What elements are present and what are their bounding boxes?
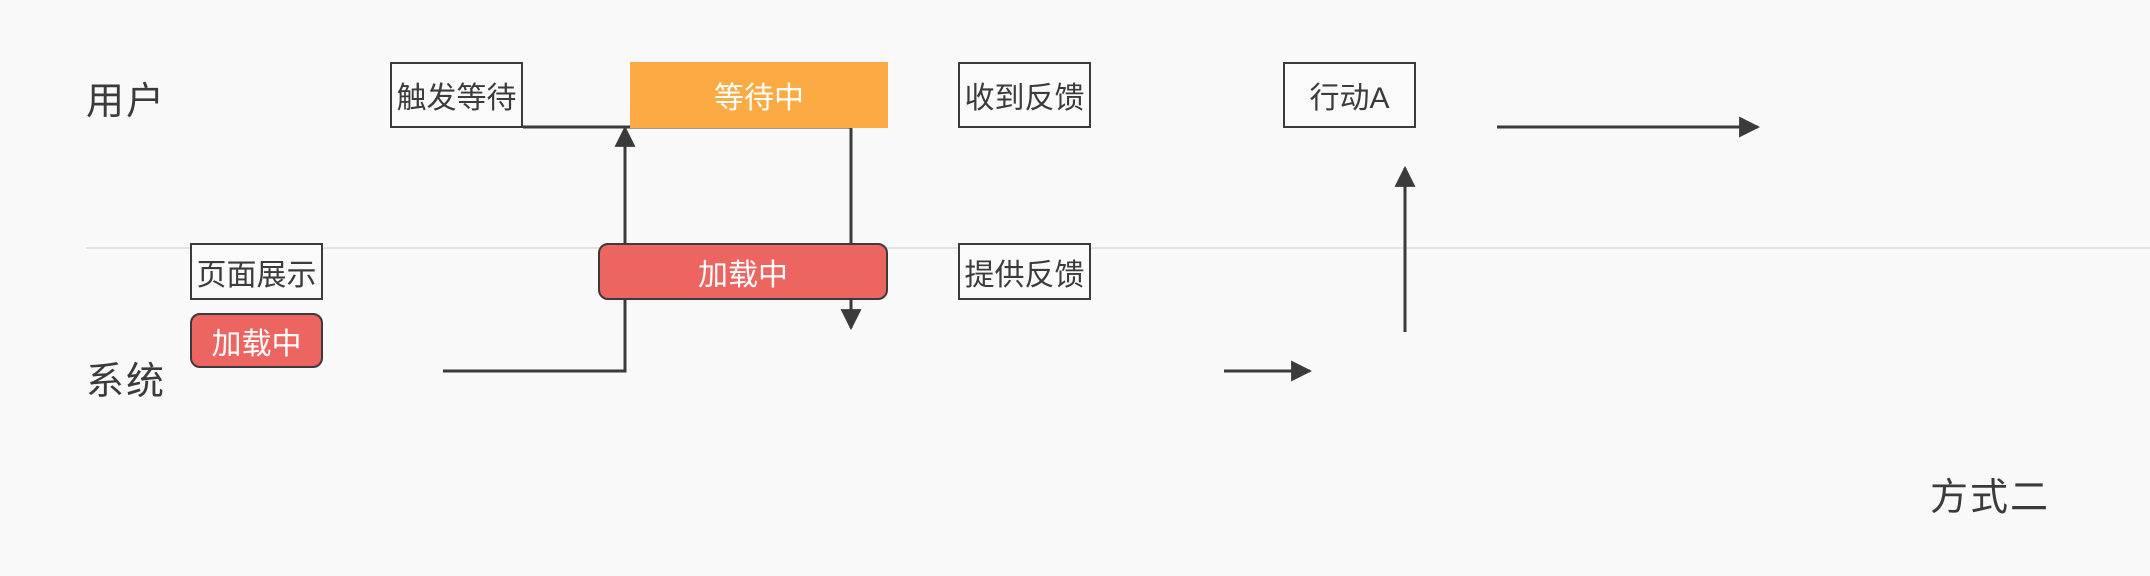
node-waiting[interactable]: 等待中 — [630, 62, 888, 128]
node-give-feedback-label: 提供反馈 — [964, 258, 1085, 292]
node-got-feedback[interactable]: 收到反馈 — [958, 62, 1091, 128]
node-action-a-label: 行动A — [1309, 82, 1390, 115]
lane-divider — [86, 247, 2150, 249]
lane-label-system: 系统 — [86, 361, 167, 403]
node-waiting-label: 等待中 — [714, 82, 804, 115]
node-loading-big[interactable]: 加载中 — [598, 243, 888, 300]
node-give-feedback[interactable]: 提供反馈 — [958, 243, 1091, 300]
lane-label-user: 用户 — [86, 81, 167, 123]
diagram-variant-note: 方式二 — [1930, 477, 2051, 519]
node-got-feedback-label: 收到反馈 — [964, 82, 1085, 115]
node-trigger-wait-label: 触发等待 — [396, 82, 517, 115]
node-loading-big-label: 加载中 — [698, 258, 788, 292]
node-loading-small[interactable]: 加载中 — [190, 313, 323, 368]
node-trigger-wait[interactable]: 触发等待 — [390, 62, 523, 128]
node-page-display-label: 页面展示 — [196, 258, 317, 292]
node-loading-small-label: 加载中 — [211, 327, 302, 361]
node-action-a[interactable]: 行动A — [1283, 62, 1416, 128]
node-page-display[interactable]: 页面展示 — [190, 243, 323, 300]
